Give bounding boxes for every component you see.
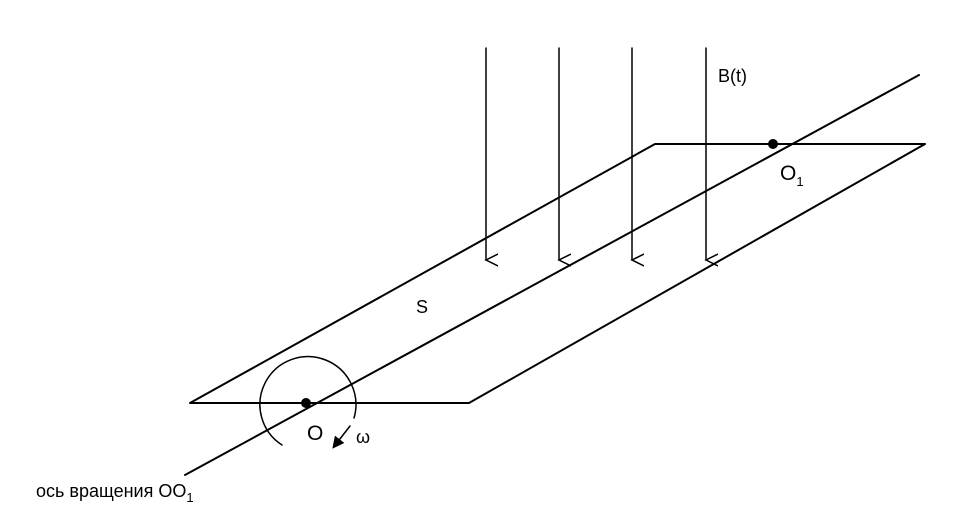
omega-arrow <box>332 425 351 449</box>
rotation-axis-line <box>184 74 920 476</box>
axis-caption-main: ось вращения OO <box>36 481 186 501</box>
axis-caption: ось вращения OO1 <box>36 481 194 505</box>
omega-label: ω <box>356 427 370 447</box>
point-o1-label: O1 <box>780 162 804 189</box>
frame-parallelogram <box>189 143 926 404</box>
field-label: B(t) <box>718 66 747 86</box>
point-o1-main: O <box>780 162 796 185</box>
area-label: S <box>416 297 428 317</box>
point-o1-sub: 1 <box>796 174 803 189</box>
point-o-label: O <box>307 422 323 445</box>
axis-caption-sub: 1 <box>186 490 193 505</box>
point-o-dot <box>301 398 311 408</box>
point-o1-dot <box>768 139 778 149</box>
rotation-arc <box>259 355 357 446</box>
